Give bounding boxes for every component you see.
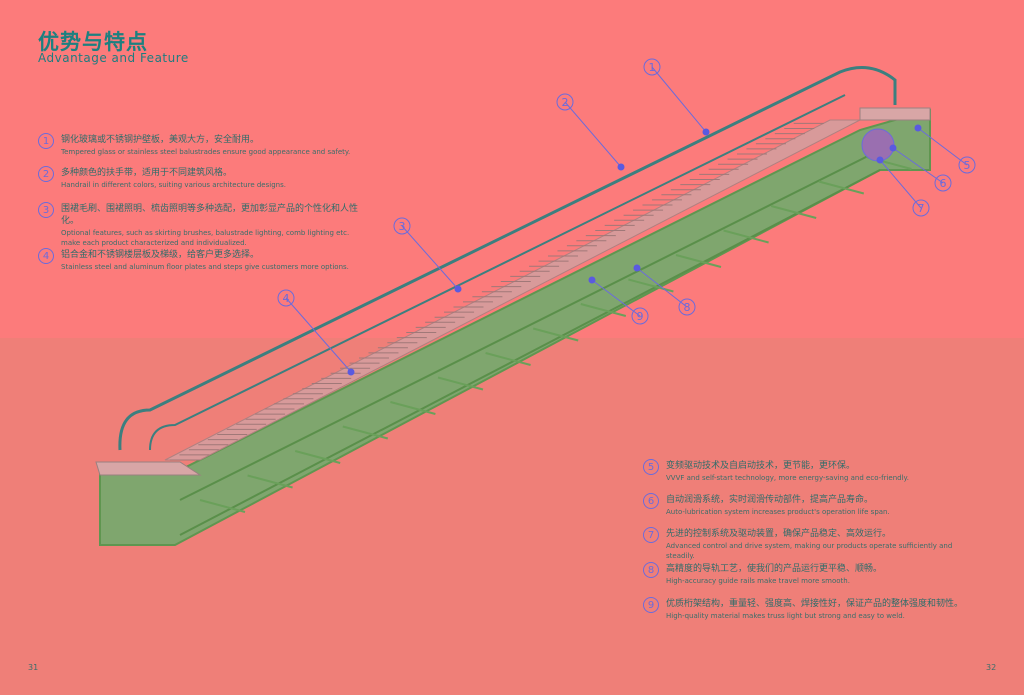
feature-number-badge: 9 xyxy=(643,597,659,613)
truss-member xyxy=(294,450,341,464)
feature-desc-en: High-accuracy guide rails make travel mo… xyxy=(666,577,850,585)
callout-number: 7 xyxy=(918,202,925,215)
feature-desc-en: High-quality material makes truss light … xyxy=(666,612,905,620)
feature-number-badge: 8 xyxy=(643,562,659,578)
truss-member xyxy=(770,205,817,219)
page-title: 优势与特点 xyxy=(38,30,148,54)
feature-item: 8 高精度的导轨工艺，使我们的产品运行更平稳、顺畅。 High-accuracy g… xyxy=(643,562,973,586)
callout-number: 1 xyxy=(649,61,656,74)
truss-member xyxy=(628,278,674,293)
feature-number-badge: 6 xyxy=(643,493,659,509)
feature-number-badge: 4 xyxy=(38,248,54,264)
callout-number: 9 xyxy=(637,310,644,323)
feature-item: 2 多种颜色的扶手带，适用于不同建筑风格。 Handrail in differen… xyxy=(38,166,368,190)
truss-member xyxy=(342,425,389,440)
callout-3: 3 xyxy=(393,217,462,293)
callout-7: 7 xyxy=(876,156,930,217)
feature-desc-en: Tempered glass or stainless steel balust… xyxy=(61,148,351,156)
feature-desc-en: Handrail in different colors, suiting va… xyxy=(61,181,286,189)
feature-number-badge: 7 xyxy=(643,527,659,543)
feature-item: 5 变频驱动技术及自启动技术，更节能，更环保。 VVVF and self-star… xyxy=(643,459,973,483)
feature-desc-en: Stainless steel and aluminum floor plate… xyxy=(61,263,349,271)
feature-title-cn: 钢化玻璃或不锈钢护壁板，美观大方，安全耐用。 xyxy=(61,135,260,145)
feature-title-cn: 多种颜色的扶手带，适用于不同建筑风格。 xyxy=(61,168,233,178)
callout-8: 8 xyxy=(633,264,696,316)
feature-number-badge: 1 xyxy=(38,133,54,149)
feature-title-cn: 围裙毛刷、围裙照明、梳齿照明等多种选配，更加彰显产品的个性化和人性化。 xyxy=(61,204,359,226)
truss-member xyxy=(723,229,769,244)
feature-item: 7 先进的控制系统及驱动装置，确保产品稳定、高效运行。 Advanced contr… xyxy=(643,527,973,561)
callout-number: 4 xyxy=(283,292,290,305)
callout-4: 4 xyxy=(277,289,355,376)
callout-5: 5 xyxy=(914,124,976,174)
handrail xyxy=(118,66,897,451)
truss-member xyxy=(675,254,722,268)
lower-landing xyxy=(95,461,202,476)
feature-item: 3 围裙毛刷、围裙照明、梳齿照明等多种选配，更加彰显产品的个性化和人性化。 Opti… xyxy=(38,202,368,248)
feature-title-cn: 先进的控制系统及驱动装置，确保产品稳定、高效运行。 xyxy=(666,529,892,539)
upper-landing xyxy=(859,107,931,121)
callout-number: 8 xyxy=(684,301,691,314)
feature-item: 4 铝合金和不锈钢楼层板及梯级，给客户更多选择。 Stainless steel a… xyxy=(38,248,368,272)
callout-number: 3 xyxy=(399,220,406,233)
feature-desc-en: Optional features, such as skirting brus… xyxy=(61,229,350,247)
callout-number: 5 xyxy=(964,159,971,172)
page-number-right: 32 xyxy=(986,663,997,672)
feature-desc-en: Advanced control and drive system, makin… xyxy=(666,542,953,560)
truss-member xyxy=(390,401,436,415)
feature-number-badge: 2 xyxy=(38,166,54,182)
truss-member xyxy=(247,474,293,489)
feature-title-cn: 优质桁架结构，重量轻、强度高、焊接性好，保证产品的整体强度和韧性。 xyxy=(666,599,964,609)
feature-item: 6 自动润滑系统，实时润滑传动部件，提高产品寿命。 Auto-lubrication… xyxy=(643,493,973,517)
feature-number-badge: 5 xyxy=(643,459,659,475)
feature-title-cn: 高精度的导轨工艺，使我们的产品运行更平稳、顺畅。 xyxy=(666,564,883,574)
truss-member xyxy=(532,327,579,342)
truss-member xyxy=(485,352,531,366)
feature-title-cn: 铝合金和不锈钢楼层板及梯级，给客户更多选择。 xyxy=(61,250,260,260)
feature-desc-en: Auto-lubrication system increases produc… xyxy=(666,508,890,516)
callout-6: 6 xyxy=(889,144,952,192)
page-number-left: 31 xyxy=(28,663,39,672)
feature-title-cn: 自动润滑系统，实时润滑传动部件，提高产品寿命。 xyxy=(666,495,874,505)
callout-number: 2 xyxy=(562,96,569,109)
truss-member xyxy=(199,499,246,513)
feature-item: 1 钢化玻璃或不锈钢护壁板，美观大方，安全耐用。 Tempered glass or… xyxy=(38,133,368,157)
callout-1: 1 xyxy=(643,58,710,136)
drive-unit xyxy=(861,128,895,162)
truss-member xyxy=(580,303,627,317)
feature-item: 9 优质桁架结构，重量轻、强度高、焊接性好，保证产品的整体强度和韧性。 High-q… xyxy=(643,597,973,621)
truss-member xyxy=(818,180,865,195)
feature-desc-en: VVVF and self-start technology, more ene… xyxy=(666,474,909,482)
feature-title-cn: 变频驱动技术及自启动技术，更节能，更环保。 xyxy=(666,461,856,471)
callout-2: 2 xyxy=(556,93,625,171)
page-subtitle: Advantage and Feature xyxy=(38,51,189,65)
feature-number-badge: 3 xyxy=(38,202,54,218)
callout-9: 9 xyxy=(588,276,649,325)
truss-member xyxy=(437,376,484,391)
callout-number: 6 xyxy=(940,177,947,190)
